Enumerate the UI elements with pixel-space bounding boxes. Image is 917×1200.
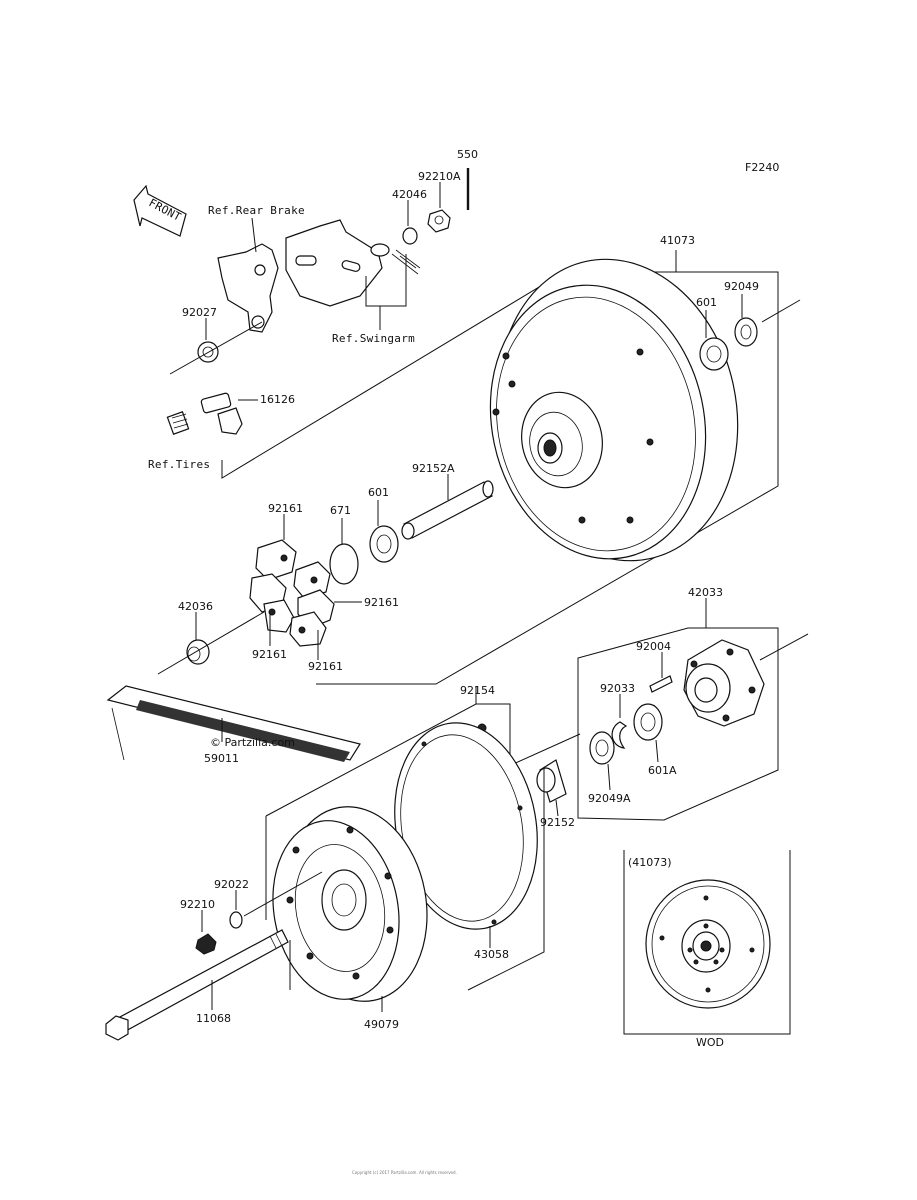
spacer-92152A — [401, 480, 494, 540]
label-43058: 43058 — [474, 948, 509, 961]
label-550: 550 — [457, 148, 478, 161]
seal-92049 — [734, 317, 758, 347]
footer-copyright: Copyright (c) 2017 Partzilla.com. All ri… — [352, 1170, 457, 1175]
inset-ref: (41073) — [628, 856, 672, 869]
label-601-top: 601 — [696, 296, 717, 309]
label-92161-d: 92161 — [308, 660, 343, 673]
label-92033: 92033 — [600, 682, 635, 695]
ref-swingarm: Ref.Swingarm — [332, 332, 415, 345]
label-92161-b: 92161 — [364, 596, 399, 609]
drive-belt-59011 — [106, 685, 361, 762]
bearing-601 — [699, 337, 729, 371]
label-92004: 92004 — [636, 640, 671, 653]
ref-tires: Ref.Tires — [148, 458, 210, 471]
label-92027: 92027 — [182, 306, 217, 319]
label-16126: 16126 — [260, 393, 295, 406]
label-42033: 42033 — [688, 586, 723, 599]
label-42036: 42036 — [178, 600, 213, 613]
coupling-42033 — [683, 639, 765, 727]
label-49079: 49079 — [364, 1018, 399, 1031]
label-601-mid: 601 — [368, 486, 389, 499]
label-92154: 92154 — [460, 684, 495, 697]
rear-brake-bracket — [217, 219, 421, 333]
front-arrow-icon: FRONT — [133, 184, 187, 237]
label-42046: 42046 — [392, 188, 427, 201]
bearing-601-mid — [369, 525, 399, 563]
collar-42036 — [186, 639, 210, 665]
stud-92004 — [649, 675, 673, 693]
inset-code: WOD — [696, 1036, 724, 1049]
nut-92210 — [195, 933, 217, 955]
label-92049A: 92049A — [588, 792, 631, 805]
ref-rear-brake: Ref.Rear Brake — [208, 204, 305, 217]
label-92152: 92152 — [540, 816, 575, 829]
valve-16126 — [166, 392, 243, 435]
washer-42046 — [402, 227, 418, 245]
wheel-41073 — [489, 258, 739, 562]
label-671: 671 — [330, 504, 351, 517]
label-92210A: 92210A — [418, 170, 461, 183]
label-92022: 92022 — [214, 878, 249, 891]
label-92210: 92210 — [180, 898, 215, 911]
label-92161-a: 92161 — [268, 502, 303, 515]
diagram-code: F2240 — [745, 161, 779, 174]
watermark: © Partzilla.com — [210, 736, 295, 749]
sprocket-49079 — [272, 806, 428, 1002]
washer-92022 — [229, 911, 243, 929]
bearing-601A — [633, 703, 663, 741]
label-92161-c: 92161 — [252, 648, 287, 661]
nut-92210A — [427, 209, 451, 233]
circlip-92033 — [611, 721, 628, 749]
label-601A: 601A — [648, 764, 677, 777]
label-11068: 11068 — [196, 1012, 231, 1025]
o-ring-671 — [329, 543, 359, 585]
label-92152A: 92152A — [412, 462, 455, 475]
axle-11068 — [105, 929, 289, 1041]
seal-92049A — [589, 731, 615, 765]
label-41073: 41073 — [660, 234, 695, 247]
damper-92161 — [249, 539, 335, 647]
inset-box — [623, 850, 791, 1035]
collar-92152 — [536, 759, 567, 803]
label-59011: 59011 — [204, 752, 239, 765]
label-92049: 92049 — [724, 280, 759, 293]
